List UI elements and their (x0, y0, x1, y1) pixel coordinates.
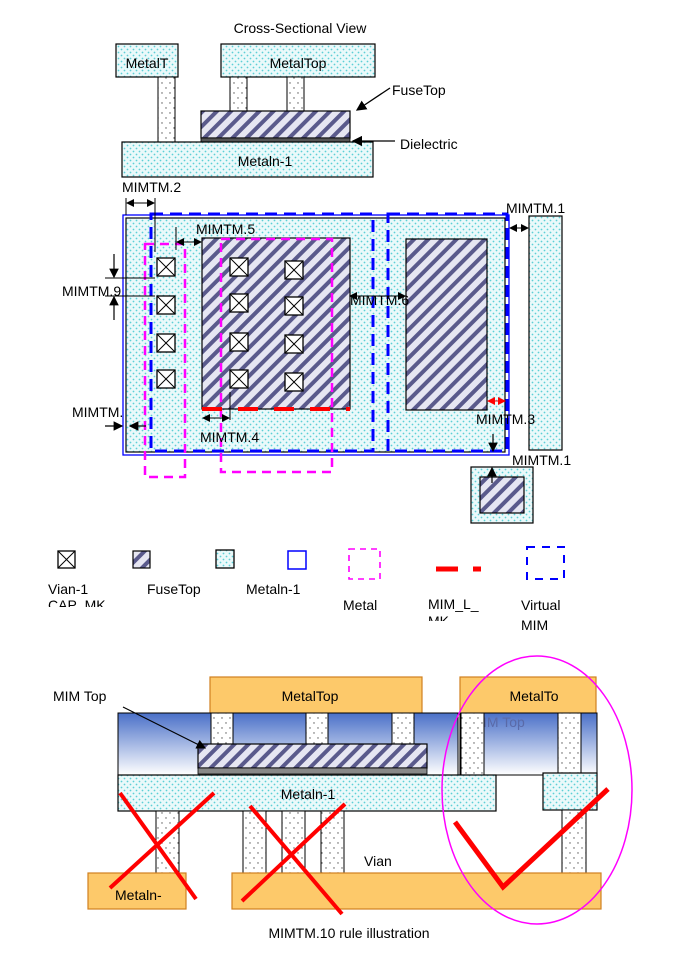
dielectric-label: Dielectric (400, 136, 458, 152)
legend-item-metal: Metal (343, 548, 381, 613)
legend-item-dots (215, 549, 235, 569)
via-pillar (305, 712, 329, 746)
metal-top-orange (209, 676, 423, 715)
via-icon (284, 334, 304, 354)
legend-item-metaln1: Metaln-1 (246, 550, 307, 597)
mim-top-plate (197, 743, 428, 769)
legend-item-via: Vian-1 CAP_MK (48, 550, 106, 613)
metal-n1-right (542, 772, 598, 811)
rule-mimtm2-label: MIMTM.2 (122, 179, 181, 195)
highlight-ellipse (441, 655, 633, 925)
fusetop-large (201, 237, 351, 410)
red-x-icon (108, 791, 216, 890)
rule-mimtm6-label: MIMTM.6 (350, 292, 409, 308)
metal-top-label: MetalTop (282, 688, 339, 704)
legend-label-2: MIM (521, 617, 548, 633)
metal-n1-bottom-plate (117, 774, 497, 812)
rule-mimtm9-label: MIMTM.9 (62, 283, 121, 299)
via-pillar (391, 712, 415, 746)
mim-top-callout-arrow (122, 706, 207, 749)
legend-item-fusetop: FuseTop (132, 550, 201, 597)
rule-mimtm1-top-label: MIMTM.1 (506, 200, 565, 216)
checkmark-icon (452, 787, 610, 891)
metal-top-block (220, 43, 376, 78)
small-fusetop (479, 476, 525, 514)
vian-label: Vian (364, 853, 392, 869)
mim-top-callout-label: MIM Top (53, 688, 107, 704)
layout-view: MIMTM.2 MIMTM.5 MIMTM.9 MIMTM.6 MIMTM.1 … (62, 179, 571, 524)
via-pillar (210, 712, 234, 746)
via-icon (229, 293, 249, 313)
rule-mimtm3-label: MIMTM.3 (476, 411, 535, 427)
metal-top-right-label: MetalTo (509, 688, 558, 704)
legend-label: MIM_L_ (428, 596, 479, 612)
metal-outline-center (219, 237, 334, 474)
legend-label: Vian-1 (48, 581, 88, 597)
via-icon (284, 260, 304, 280)
metal-n1-outline (122, 214, 510, 456)
metal-top-right-orange (459, 676, 597, 715)
via-icon (229, 332, 249, 352)
via-pillar (460, 712, 485, 776)
metal-n-left-orange (87, 872, 187, 910)
via-icon (156, 295, 176, 315)
via-pillar (320, 810, 345, 874)
virtual-mim-right (386, 212, 509, 453)
fusetop-hatch-icon (132, 550, 151, 569)
via-pillar (557, 712, 582, 774)
metal-top-label: MetalTop (270, 55, 327, 71)
legend-item-virtual-mim: Virtual MIM (521, 546, 565, 633)
cross-section: Cross-Sectional View MetalT MetalTop Met… (115, 20, 458, 178)
legend: Vian-1 CAP_MK FuseTop Metaln-1 Metal MIM… (48, 546, 565, 633)
legend-label-2: CAP_MK (48, 597, 106, 613)
virtual-mim-left (149, 212, 375, 453)
legend-label: Virtual (521, 597, 560, 613)
fusetop-right (405, 238, 488, 411)
fusetop-arrow (355, 87, 391, 111)
rule-mimtm5-label: MIMTM.5 (196, 221, 255, 237)
dotted-metal-icon (215, 549, 235, 569)
via-icon (229, 369, 249, 389)
metal-n-left-label: Metaln- (115, 887, 162, 903)
legend-label-2: MK (428, 613, 450, 629)
via-pillar (157, 76, 176, 144)
via-pillar (286, 76, 305, 112)
via-icon (156, 257, 176, 277)
cross-section-title: Cross-Sectional View (234, 20, 368, 36)
metal-top-left-label: MetalT (126, 55, 169, 71)
via-icon (156, 369, 176, 389)
blue-dash-box-icon (526, 546, 565, 580)
metal-n1-block (121, 141, 374, 178)
legend-item-mim-l-mk: MIM_L_ MK (428, 566, 481, 629)
via-icon (284, 296, 304, 316)
metal-strip-right (528, 215, 563, 451)
via-pillar (229, 76, 248, 112)
metal-n1-label: Metaln-1 (238, 153, 293, 169)
rule-mimtm-left-label: MIMTM. (72, 404, 123, 420)
red-x-icon (248, 804, 344, 916)
magenta-dash-box-icon (348, 548, 381, 580)
rule10-caption: MIMTM.10 rule illustration (268, 925, 429, 941)
via-icon (156, 333, 176, 353)
blue-box-icon (287, 550, 307, 570)
mim-top-ghost-label: IM Top (483, 714, 525, 730)
red-x-icon (240, 802, 347, 903)
legend-label: Metal (343, 597, 377, 613)
metal-n-bottom-orange (231, 872, 602, 910)
fusetop-block (200, 110, 351, 139)
via-icon (284, 372, 304, 392)
rule-mimtm4-label: MIMTM.4 (200, 429, 259, 445)
fusetop-label: FuseTop (392, 82, 446, 98)
mim-dielectric (197, 767, 428, 775)
legend-label: Metaln-1 (246, 581, 301, 597)
rule-mimtm1-bottom-label: MIMTM.1 (512, 452, 571, 468)
rule10-illustration: MetalTop MetalTo IM Top Metaln-1 Metaln-… (53, 655, 633, 941)
legend-label: FuseTop (147, 581, 201, 597)
metal-n1-label: Metaln-1 (281, 786, 336, 802)
via-icon (229, 257, 249, 277)
dielectric-layer (200, 137, 351, 143)
metal-outline-left (143, 242, 187, 479)
metal-top-left-block (115, 43, 179, 78)
